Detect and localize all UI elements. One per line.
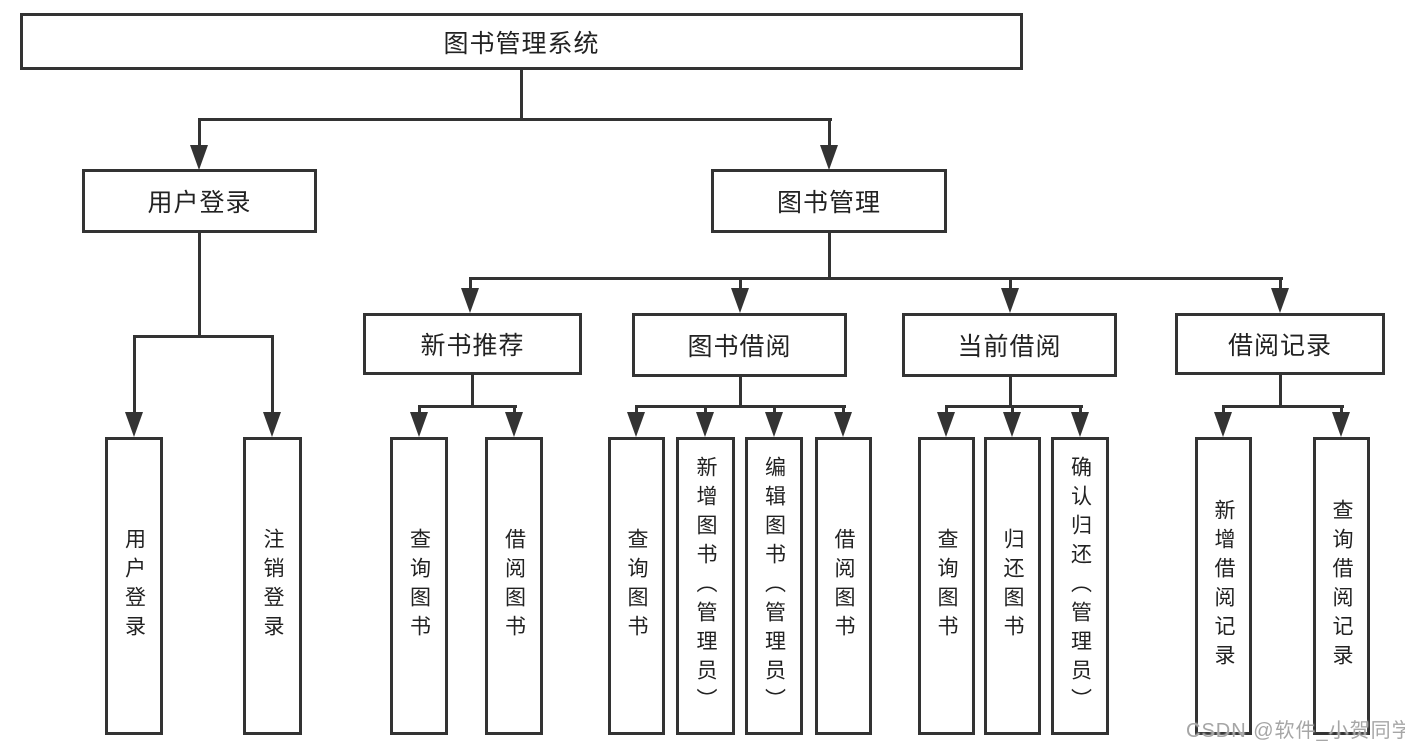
arrowhead-icon (627, 412, 645, 437)
leaf-label: 归还图书 (1001, 528, 1024, 644)
connector-line (1222, 405, 1344, 408)
leaf-label: 新增图书（管理员） (694, 455, 717, 717)
leaf-label: 查询图书 (407, 528, 431, 644)
node-label: 用户登录 (147, 189, 252, 217)
leaf-label: 查询图书 (625, 528, 648, 644)
connector-line (739, 377, 742, 408)
connector-line (828, 233, 831, 279)
arrowhead-icon (1332, 412, 1350, 437)
node-book-borrowing: 图书借阅 (632, 313, 847, 377)
node-user-login: 用户登录 (82, 169, 317, 233)
connector-line (133, 335, 274, 338)
connector-line (520, 70, 523, 120)
leaf-query-borrow-record: 查询借阅记录 (1313, 437, 1370, 735)
leaf-edit-books-admin: 编辑图书（管理员） (745, 437, 803, 735)
node-new-book-recommend: 新书推荐 (363, 313, 582, 375)
arrowhead-icon (834, 412, 852, 437)
arrowhead-icon (1001, 288, 1019, 313)
connector-line (945, 405, 1083, 408)
connector-line (1279, 277, 1282, 291)
connector-line (513, 405, 516, 417)
leaf-add-borrow-record: 新增借阅记录 (1195, 437, 1252, 735)
arrowhead-icon (461, 288, 479, 313)
node-book-management: 图书管理 (711, 169, 947, 233)
connector-line (1009, 377, 1012, 408)
arrowhead-icon (1071, 412, 1089, 437)
leaf-label: 借阅图书 (832, 528, 855, 644)
leaf-label: 查询图书 (935, 528, 958, 644)
node-label: 当前借阅 (957, 333, 1062, 361)
leaf-return-books: 归还图书 (984, 437, 1041, 735)
connector-line (198, 233, 201, 337)
arrowhead-icon (410, 412, 428, 437)
connector-line (471, 375, 474, 408)
connector-line (469, 277, 1283, 280)
arrowhead-icon (505, 412, 523, 437)
node-current-borrowing: 当前借阅 (902, 313, 1117, 377)
arrowhead-icon (696, 412, 714, 437)
connector-line (773, 405, 776, 417)
connector-line (469, 277, 472, 291)
node-borrowing-records: 借阅记录 (1175, 313, 1385, 375)
leaf-query-books-recommend: 查询图书 (390, 437, 448, 735)
leaf-label: 用户登录 (122, 528, 146, 644)
connector-line (1009, 277, 1012, 291)
connector-line (1279, 375, 1282, 408)
arrowhead-icon (820, 145, 838, 170)
leaf-label: 编辑图书（管理员） (762, 455, 786, 717)
connector-line (271, 335, 274, 415)
arrowhead-icon (731, 288, 749, 313)
leaf-query-books-current: 查询图书 (918, 437, 975, 735)
leaf-user-login: 用户登录 (105, 437, 163, 735)
leaf-label: 确认归还（管理员） (1068, 455, 1092, 717)
arrowhead-icon (125, 412, 143, 437)
leaf-borrow-books: 借阅图书 (815, 437, 872, 735)
csdn-watermark: CSDN @软件_小贺同学 (1186, 720, 1405, 742)
node-label: 图书管理系统 (443, 29, 600, 58)
node-label: 借阅记录 (1227, 332, 1332, 360)
connector-line (1340, 405, 1343, 417)
leaf-add-books-admin: 新增图书（管理员） (676, 437, 735, 735)
connector-line (828, 118, 831, 148)
arrowhead-icon (263, 412, 281, 437)
connector-line (1079, 405, 1082, 417)
leaf-label: 查询借阅记录 (1330, 499, 1353, 673)
arrowhead-icon (1003, 412, 1021, 437)
connector-line (739, 277, 742, 291)
arrowhead-icon (937, 412, 955, 437)
arrowhead-icon (190, 145, 208, 170)
connector-line (1011, 405, 1014, 417)
connector-line (418, 405, 517, 408)
node-label: 图书管理 (776, 189, 881, 217)
arrowhead-icon (1214, 412, 1232, 437)
node-label: 新书推荐 (420, 332, 525, 360)
connector-line (635, 405, 638, 417)
connector-line (704, 405, 707, 417)
arrowhead-icon (1271, 288, 1289, 313)
connector-line (198, 118, 201, 148)
connector-line (198, 118, 832, 121)
node-label: 图书借阅 (687, 333, 792, 361)
leaf-borrow-books-recommend: 借阅图书 (485, 437, 543, 735)
connector-line (842, 405, 845, 417)
connector-line (635, 405, 846, 408)
node-library-management-system: 图书管理系统 (20, 13, 1023, 70)
leaf-query-books-borrowing: 查询图书 (608, 437, 665, 735)
leaf-label: 借阅图书 (502, 528, 526, 644)
leaf-label: 注销登录 (261, 528, 284, 644)
connector-line (418, 405, 421, 417)
connector-line (133, 335, 136, 415)
arrowhead-icon (765, 412, 783, 437)
leaf-label: 新增借阅记录 (1212, 499, 1235, 673)
leaf-confirm-return-admin: 确认归还（管理员） (1051, 437, 1109, 735)
connector-line (945, 405, 948, 417)
connector-line (1222, 405, 1225, 417)
leaf-logout: 注销登录 (243, 437, 302, 735)
